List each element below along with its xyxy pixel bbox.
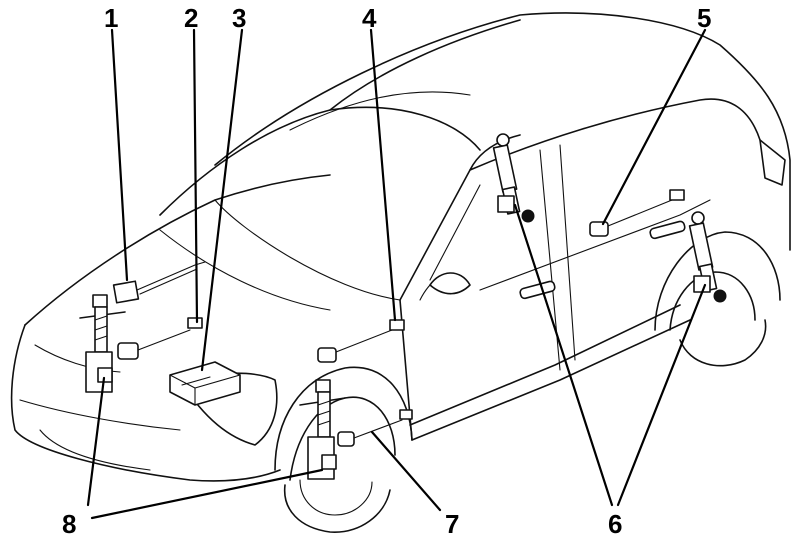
callout-1: 1 <box>104 3 118 33</box>
component-1-sensor <box>112 261 206 304</box>
leader-3 <box>200 28 244 372</box>
callout-7: 7 <box>445 509 459 539</box>
leader-lines <box>86 28 707 520</box>
component-3-control-module <box>169 361 241 406</box>
leader-8b <box>90 468 324 520</box>
callout-4: 4 <box>362 3 377 33</box>
component-8-strut-left <box>79 294 126 393</box>
component-5-sensor <box>589 189 685 237</box>
leader-2 <box>192 28 199 324</box>
leader-8a <box>86 376 106 507</box>
callout-3: 3 <box>232 3 246 33</box>
leader-6b <box>616 283 707 507</box>
callout-5: 5 <box>697 3 711 33</box>
leader-1 <box>110 28 129 282</box>
callout-2: 2 <box>184 3 198 33</box>
leader-6a <box>513 203 614 507</box>
callout-labels: 1 2 3 4 5 6 7 8 <box>62 3 711 539</box>
callout-8: 8 <box>62 509 76 539</box>
component-8-strut-right <box>299 379 346 480</box>
leader-5 <box>601 28 707 226</box>
component-2-sensor <box>117 317 203 360</box>
component-4-sensor <box>317 319 405 363</box>
leader-4 <box>369 28 397 322</box>
component-6-shock-rear <box>688 211 727 303</box>
callout-6: 6 <box>608 509 622 539</box>
leader-7 <box>370 430 442 512</box>
component-7-sensor <box>337 409 413 447</box>
